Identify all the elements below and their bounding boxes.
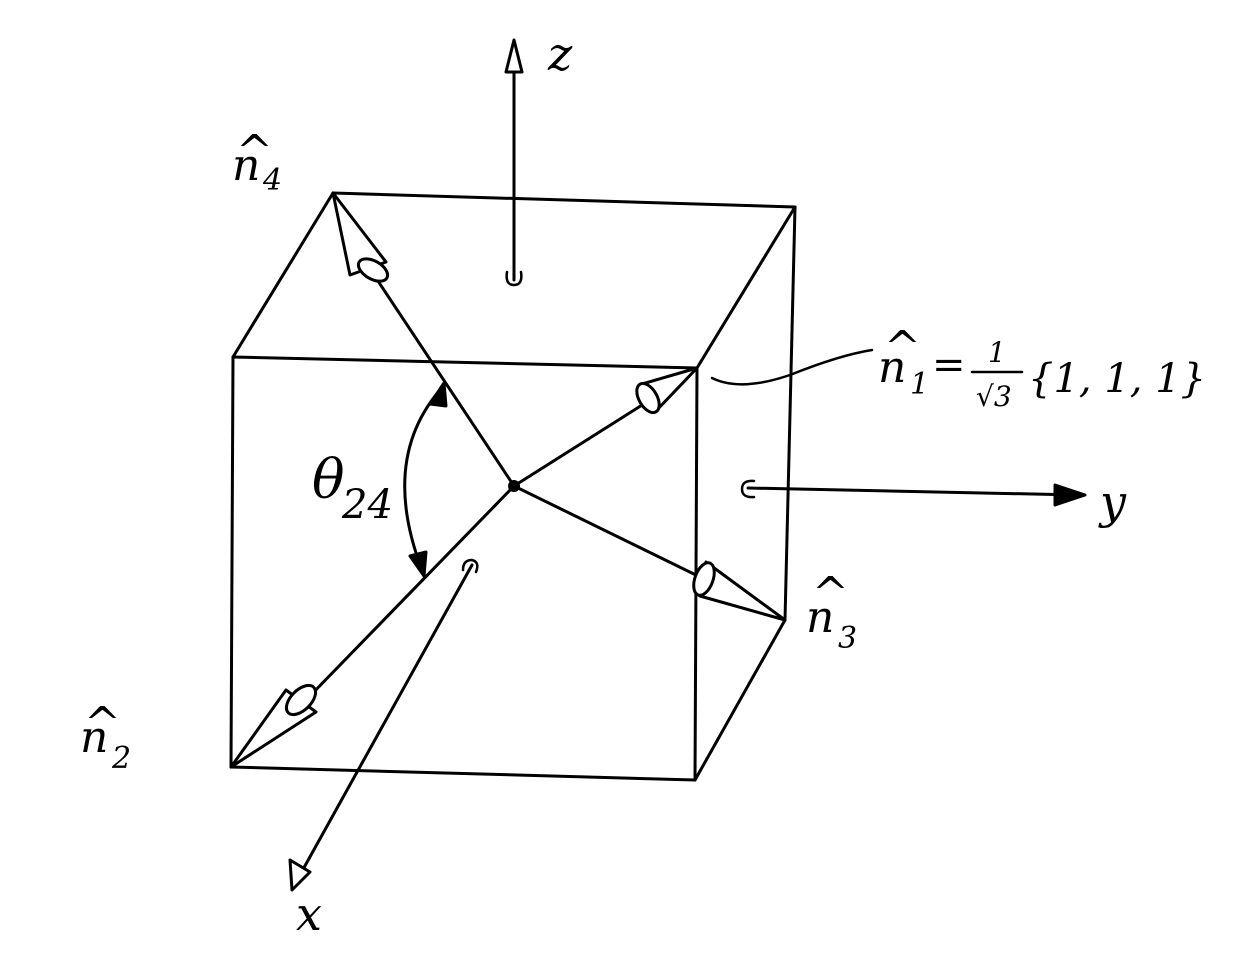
z-axis [504,38,524,287]
x-axis [288,558,479,892]
y-axis-label: y [1098,475,1127,529]
n1-hat: ^ [884,322,921,373]
z-axis-label: z [547,27,573,81]
label-n1-formula: ^ n 1 = 1 √3 {1, 1, 1} [878,322,1206,413]
n1-leader-line [710,348,874,386]
y-axis [740,479,1087,507]
vector-n3 [512,484,787,622]
formula-equals: = [932,342,966,388]
n4-symbol: n [232,140,260,191]
formula-components: {1, 1, 1} [1028,356,1206,402]
n4-hat: ^ [236,126,273,177]
vector-n1 [512,366,699,488]
formula-numerator: 1 [988,336,1006,369]
n4-subscript: 4 [262,163,282,198]
theta-subscript: 24 [341,482,393,528]
angle-arc-theta24 [403,381,448,578]
x-axis-label: x [296,887,322,941]
n3-symbol: n [806,592,834,643]
n1-symbol: n [878,342,906,393]
formula-denominator: √3 [976,380,1012,413]
label-n4: ^ n 4 [232,126,282,198]
n3-hat: ^ [812,568,849,619]
n1-subscript: 1 [910,367,929,402]
label-n3: ^ n 3 [806,568,857,656]
n2-hat: ^ [84,698,121,749]
n2-symbol: n [80,712,108,763]
n3-subscript: 3 [838,621,857,656]
label-n2: ^ n 2 [80,698,131,776]
label-theta24: θ 24 [312,448,393,528]
theta-symbol: θ [312,448,345,511]
cube-back-edges [231,191,797,782]
vector-n2 [229,484,516,769]
vector-n4 [331,191,516,488]
cube-front-face [229,355,699,782]
n2-subscript: 2 [111,741,131,776]
